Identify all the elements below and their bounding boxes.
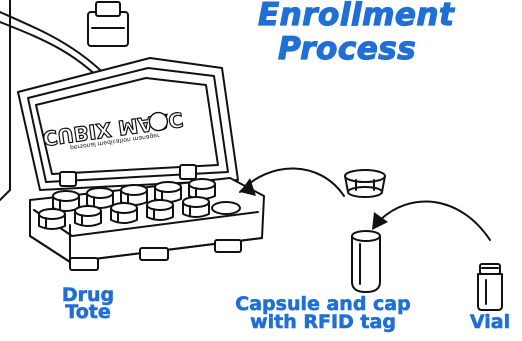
tote-cap (38, 208, 66, 230)
title-line1: Enrollment (257, 0, 455, 33)
vial-label: Vial (469, 311, 511, 333)
arrow-vial-to-capsule-head (372, 212, 388, 230)
empty-slot (211, 201, 241, 215)
capsule-label-line1: Capsule and cap (235, 293, 411, 315)
capsule-cap (344, 169, 386, 198)
drug-tote-label-line1: Drug (61, 284, 115, 306)
vial (477, 263, 503, 311)
arrow-vial-to-capsule (377, 200, 491, 241)
drug-tote-label-line2: Tote (65, 301, 111, 323)
tote-cap (110, 202, 138, 224)
tote-cap (154, 181, 182, 203)
tote-handle (87, 1, 129, 47)
tote-cap (74, 205, 102, 227)
title-line2: Process (277, 31, 417, 67)
tote-cap (188, 178, 216, 200)
tote-vial-caps (38, 178, 216, 230)
side-panel-edge (0, 0, 11, 201)
tote-cap (146, 199, 174, 221)
tote-cap (86, 187, 114, 209)
tote-lid (17, 57, 239, 191)
tote-cap (120, 184, 148, 206)
capsule-label-line2: with RFID tag (250, 311, 396, 333)
arrow-cap-to-tote-head (240, 178, 256, 196)
tote-cap (52, 190, 80, 212)
capsule (351, 230, 381, 293)
tote-cap (182, 196, 210, 218)
